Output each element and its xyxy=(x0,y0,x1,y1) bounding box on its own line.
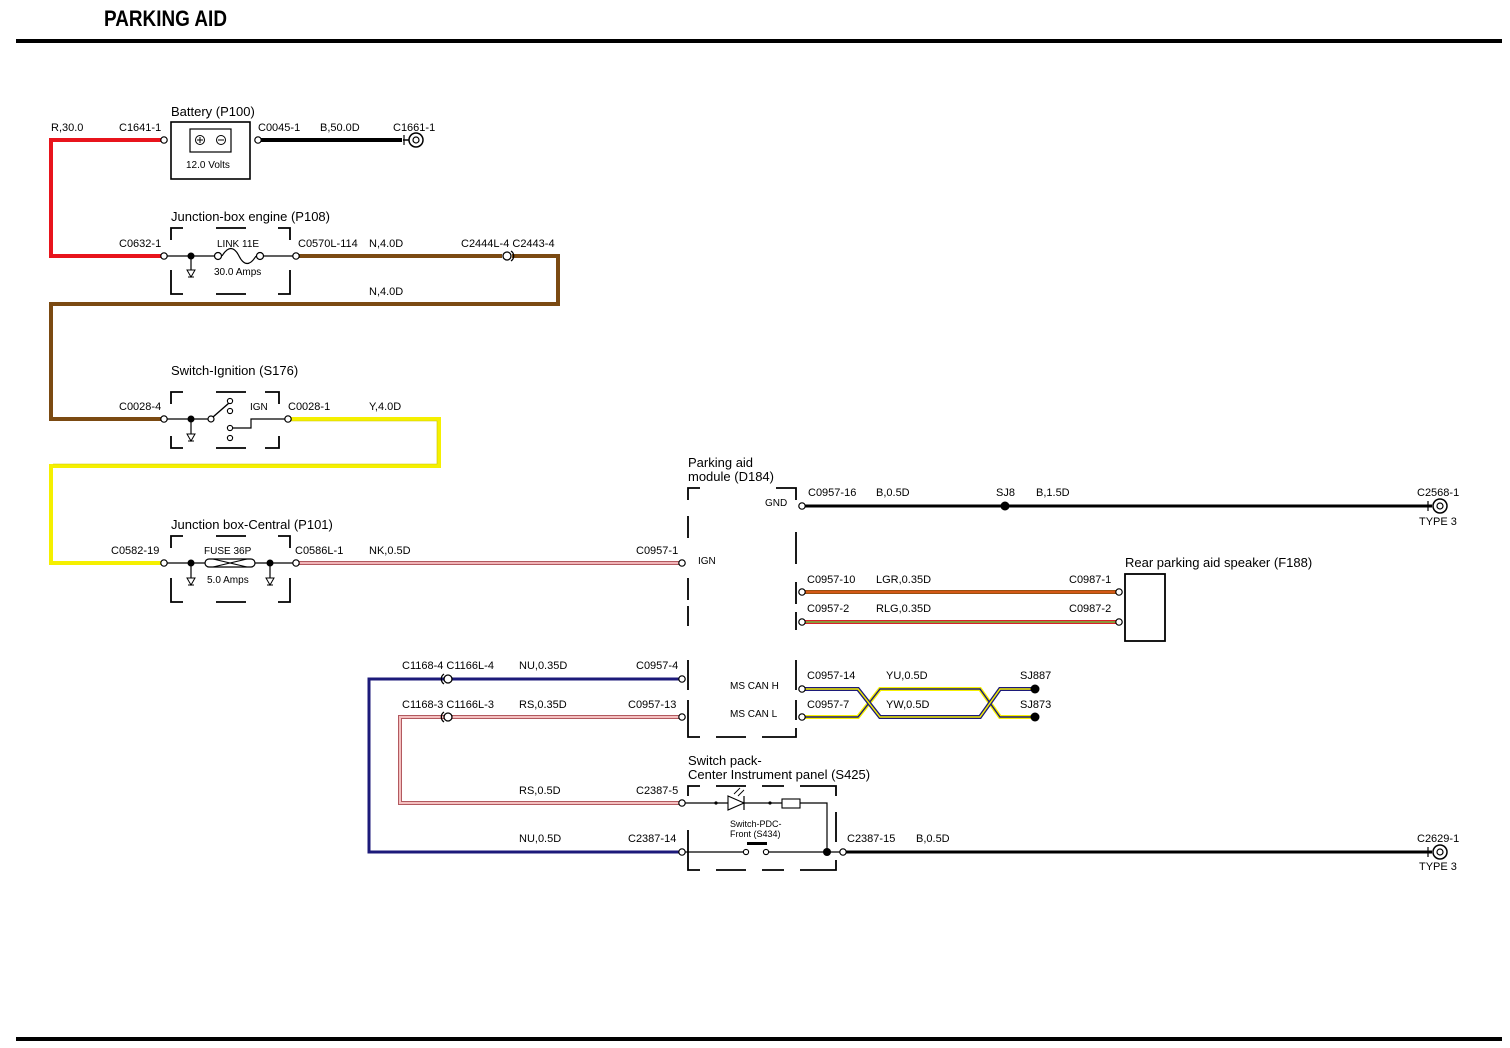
battery-rating: 12.0 Volts xyxy=(186,160,230,171)
conn-c1641-1: C1641-1 xyxy=(119,122,161,134)
wire-label-lgr: LGR,0.35D xyxy=(876,574,931,586)
switch-pack-name-2: Center Instrument panel (S425) xyxy=(688,767,870,782)
wire-label-rs035: RS,0.35D xyxy=(519,699,567,711)
conn-c1661-1: C1661-1 xyxy=(393,122,435,134)
wire-label-yw: YW,0.5D xyxy=(886,699,929,711)
conn-c2387-14: C2387-14 xyxy=(628,833,676,845)
module-outline xyxy=(687,487,797,738)
wire-label-b05b: B,0.5D xyxy=(916,833,950,845)
jb-central-symbol xyxy=(164,535,296,603)
wire-label-b05a: B,0.5D xyxy=(876,487,910,499)
jb-central-name: Junction box-Central (P101) xyxy=(171,517,333,532)
wire-label-n40a: N,4.0D xyxy=(369,238,403,250)
wire-label-rlg: RLG,0.35D xyxy=(876,603,931,615)
wire-label-rs05: RS,0.5D xyxy=(519,785,561,797)
ground-terminal-c1661 xyxy=(403,132,424,148)
switch-pack-symbol xyxy=(682,785,843,871)
wire-r30 xyxy=(49,138,164,258)
conn-type3-b: TYPE 3 xyxy=(1419,861,1457,873)
conn-c0957-10: C0957-10 xyxy=(807,574,855,586)
jb-central-fuse: FUSE 36P xyxy=(204,546,252,557)
inline-connector-c1168-3 xyxy=(440,711,453,723)
module-pin-gnd: GND xyxy=(765,498,787,509)
footer-rule xyxy=(16,1037,1502,1041)
conn-c0586l-1: C0586L-1 xyxy=(295,545,343,557)
conn-c2568-1: C2568-1 xyxy=(1417,487,1459,499)
ignition-switch-symbol xyxy=(164,391,288,449)
conn-c0028-4: C0028-4 xyxy=(119,401,161,413)
conn-c0987-1: C0987-1 xyxy=(1069,574,1111,586)
conn-c0045-1: C0045-1 xyxy=(258,122,300,134)
splice-sj8 xyxy=(1000,501,1010,511)
inline-connector-c2444 xyxy=(502,250,515,262)
jb-engine-fuse: LINK 11E xyxy=(217,239,259,250)
ground-terminal-c2629 xyxy=(1427,844,1448,860)
conn-c0028-1: C0028-1 xyxy=(288,401,330,413)
jb-central-rating: 5.0 Amps xyxy=(207,575,249,586)
conn-c0957-1: C0957-1 xyxy=(636,545,678,557)
speaker-box xyxy=(1124,573,1166,642)
ground-terminal-c2568 xyxy=(1427,498,1448,514)
conn-c1168-4: C1168-4 C1166L-4 xyxy=(402,660,494,672)
battery-name: Battery (P100) xyxy=(171,104,255,119)
conn-c2387-15: C2387-15 xyxy=(847,833,895,845)
conn-sj8: SJ8 xyxy=(996,487,1015,499)
conn-type3-a: TYPE 3 xyxy=(1419,516,1457,528)
module-pin-canh: MS CAN H xyxy=(730,681,779,692)
twisted-pair xyxy=(804,687,1034,719)
ignition-position: IGN xyxy=(250,402,268,413)
header-rule xyxy=(16,39,1502,43)
speaker-name: Rear parking aid speaker (F188) xyxy=(1125,555,1312,570)
splice-sj873 xyxy=(1030,712,1040,722)
wire-y40-edge xyxy=(53,420,438,465)
page-title: PARKING AID xyxy=(104,6,227,31)
splice-sj887 xyxy=(1030,684,1040,694)
wire-label-nu05: NU,0.5D xyxy=(519,833,561,845)
jb-engine-name: Junction-box engine (P108) xyxy=(171,209,330,224)
conn-c0957-7: C0957-7 xyxy=(807,699,849,711)
module-name-1: Parking aid xyxy=(688,455,753,470)
module-pin-canl: MS CAN L xyxy=(730,709,778,720)
conn-c0987-2: C0987-2 xyxy=(1069,603,1111,615)
conn-c0957-13: C0957-13 xyxy=(628,699,676,711)
ignition-name: Switch-Ignition (S176) xyxy=(171,363,298,378)
conn-c0632-1: C0632-1 xyxy=(119,238,161,250)
wire-label-b15: B,1.5D xyxy=(1036,487,1070,499)
wire-label-r30: R,30.0 xyxy=(51,122,83,134)
conn-sj887: SJ887 xyxy=(1020,670,1051,682)
wire-label-nk05: NK,0.5D xyxy=(369,545,411,557)
jb-engine-symbol xyxy=(164,227,296,295)
jb-engine-rating: 30.0 Amps xyxy=(214,267,261,278)
conn-sj873: SJ873 xyxy=(1020,699,1051,711)
wire-nu05 xyxy=(367,677,682,854)
module-name-2: module (D184) xyxy=(688,469,774,484)
switch-pack-name-1: Switch pack- xyxy=(688,753,762,768)
wire-n40-loop xyxy=(49,254,560,421)
switch-pdc-name-2: Front (S434) xyxy=(730,829,781,839)
switch-pdc-name-1: Switch-PDC- xyxy=(730,819,782,829)
module-pin-ign: IGN xyxy=(698,556,716,567)
battery-symbol xyxy=(170,121,251,180)
conn-c0957-2: C0957-2 xyxy=(807,603,849,615)
conn-c2387-5: C2387-5 xyxy=(636,785,678,797)
wire-label-b50: B,50.0D xyxy=(320,122,360,134)
inline-connector-c1168-4 xyxy=(440,673,453,685)
conn-c0957-14: C0957-14 xyxy=(807,670,855,682)
conn-c0957-4: C0957-4 xyxy=(636,660,678,672)
conn-c0582-19: C0582-19 xyxy=(111,545,159,557)
wire-label-n40b: N,4.0D xyxy=(369,286,403,298)
wire-y40 xyxy=(49,417,441,565)
conn-c2444l-4: C2444L-4 C2443-4 xyxy=(461,238,555,250)
conn-c1168-3: C1168-3 C1166L-3 xyxy=(402,699,494,711)
conn-c0570l-114: C0570L-114 xyxy=(298,238,358,250)
conn-c2629-1: C2629-1 xyxy=(1417,833,1459,845)
wire-label-y40: Y,4.0D xyxy=(369,401,401,413)
wire-label-yu: YU,0.5D xyxy=(886,670,928,682)
wire-label-nu035: NU,0.35D xyxy=(519,660,567,672)
conn-c0957-16: C0957-16 xyxy=(808,487,856,499)
